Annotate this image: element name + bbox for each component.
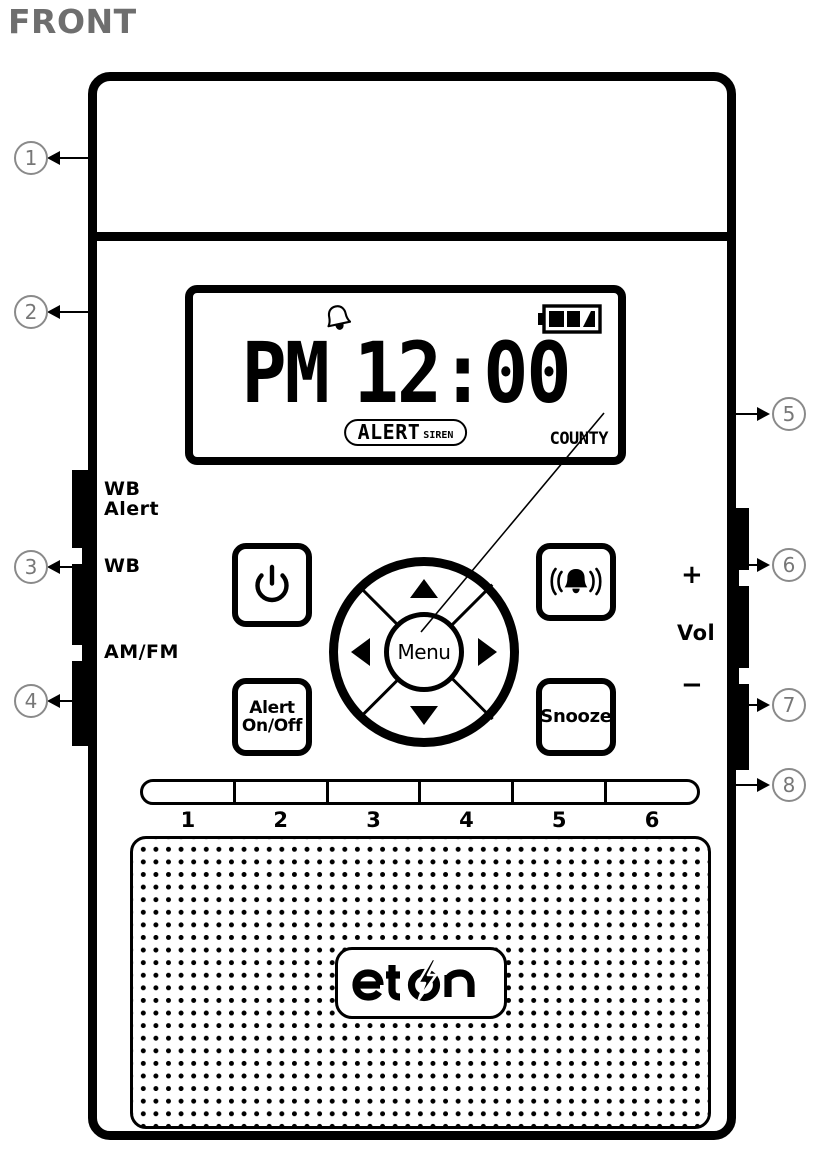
lcd-clock: 12:00 [353, 323, 572, 423]
label-volume-up: + [681, 560, 704, 590]
menu-label: Menu [397, 640, 451, 664]
power-icon [255, 564, 289, 603]
eton-logo [351, 957, 475, 1001]
preset-button-4[interactable]: 4 [421, 782, 515, 832]
preset-label: 5 [551, 808, 567, 832]
callout-7: 7 [772, 688, 806, 722]
solar-panel [97, 81, 727, 232]
rail-notch [72, 645, 82, 661]
rail-notch [72, 548, 82, 564]
label-am-fm: AM/FM [104, 641, 179, 663]
leader-arrow-2 [47, 305, 60, 319]
leader-arrow-5 [757, 407, 770, 421]
callout-number: 8 [782, 773, 796, 797]
preset-button-2[interactable]: 2 [236, 782, 329, 832]
leader-arrow-8 [757, 778, 770, 792]
leader-arrow-4 [47, 694, 60, 708]
up-arrow-icon[interactable] [410, 579, 438, 598]
alert-word: ALERT [357, 420, 421, 444]
dpad[interactable]: Menu [329, 557, 519, 747]
callout-2: 2 [14, 295, 48, 329]
preset-button-strip[interactable]: 1 2 3 4 5 6 [140, 779, 700, 832]
siren-word: SIREN [423, 430, 454, 441]
leader-arrow-1 [47, 151, 60, 165]
callout-6: 6 [772, 548, 806, 582]
preset-button-1[interactable]: 1 [143, 782, 236, 832]
county-indicator: COUNTY [549, 429, 609, 449]
callout-3: 3 [14, 550, 48, 584]
rail-notch [739, 668, 749, 684]
leader-diagonal-5 [420, 412, 605, 633]
leader-arrow-6 [757, 558, 770, 572]
snooze-button[interactable]: Snooze [536, 678, 616, 756]
bell-icon [327, 305, 352, 330]
snooze-label: Snooze [540, 706, 612, 728]
rail-notch [739, 570, 749, 586]
weather-alert-button[interactable] [536, 543, 616, 621]
callout-number: 3 [24, 555, 38, 579]
preset-button-3[interactable]: 3 [329, 782, 422, 832]
panel-divider [97, 232, 727, 241]
page-title: FRONT [8, 2, 137, 41]
preset-label: 1 [180, 808, 196, 832]
callout-number: 5 [782, 402, 796, 426]
alert-on-off-label: Alert On/Off [241, 697, 303, 736]
left-arrow-icon[interactable] [351, 638, 370, 666]
preset-label: 2 [273, 808, 289, 832]
right-arrow-icon[interactable] [478, 638, 497, 666]
label-volume-down: − [681, 670, 704, 700]
preset-button-5[interactable]: 5 [514, 782, 608, 832]
leader-arrow-7 [757, 698, 770, 712]
lcd-ampm: PM [241, 323, 329, 423]
callout-4: 4 [14, 684, 48, 718]
power-button[interactable] [232, 543, 312, 627]
label-wb: WB [104, 555, 141, 577]
alert-on-off-button[interactable]: Alert On/Off [232, 678, 312, 756]
preset-label: 4 [459, 808, 474, 832]
preset-label: 6 [644, 808, 660, 832]
callout-1: 1 [14, 141, 48, 175]
menu-button[interactable]: Menu [384, 612, 464, 692]
down-arrow-icon[interactable] [410, 706, 438, 725]
callout-number: 6 [782, 553, 796, 577]
callout-8: 8 [772, 768, 806, 802]
callout-number: 7 [782, 693, 796, 717]
leader-arrow-3 [47, 560, 60, 574]
preset-button-6[interactable]: 6 [607, 782, 697, 832]
preset-label: 3 [366, 808, 381, 832]
brand-logo-plate [334, 946, 507, 1019]
battery-icon [538, 304, 602, 334]
bell-ring-icon [550, 567, 602, 596]
callout-number: 4 [24, 689, 38, 713]
speaker-grille [130, 836, 711, 1129]
label-wb-alert: WB Alert [104, 478, 160, 520]
callout-number: 1 [24, 146, 38, 170]
callout-number: 2 [24, 300, 38, 324]
callout-5: 5 [772, 397, 806, 431]
label-volume: Vol [677, 621, 716, 645]
